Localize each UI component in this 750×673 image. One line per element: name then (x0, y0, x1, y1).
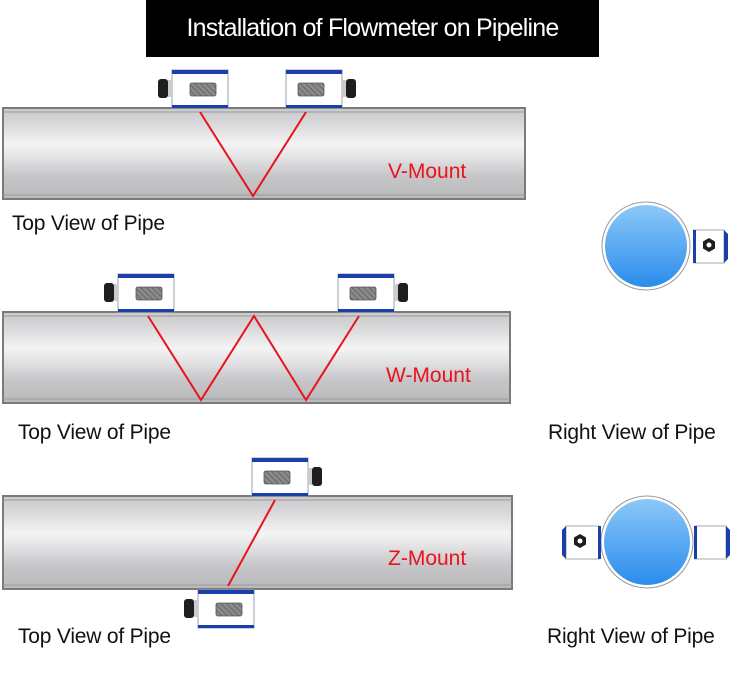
v-mount-label: V-Mount (388, 160, 467, 183)
v-mount-diagram (2, 69, 526, 200)
transducer-upstream (157, 69, 229, 109)
signal-path (227, 499, 276, 587)
transducer-right (694, 525, 727, 560)
top-view-label: Top View of Pipe (18, 625, 171, 648)
signal-path (147, 314, 360, 402)
pipe-right-view (562, 495, 730, 589)
pipe-top-view (2, 107, 526, 200)
top-view-label: Top View of Pipe (12, 212, 165, 235)
transducer-upstream (103, 273, 175, 313)
page-title: Installation of Flowmeter on Pipeline (146, 0, 599, 57)
z-mount-label: Z-Mount (388, 547, 467, 570)
title-text: Installation of Flowmeter on Pipeline (186, 14, 560, 42)
z-mount-diagram (2, 457, 513, 629)
pipe-top-view (2, 495, 513, 590)
top-view-label: Top View of Pipe (18, 421, 171, 444)
signal-path (199, 111, 307, 198)
w-mount-label: W-Mount (386, 364, 471, 387)
pipe-right-view (601, 201, 728, 291)
right-view-label: Right View of Pipe (547, 625, 715, 648)
transducer-downstream (285, 69, 357, 109)
pipe-top-view (2, 311, 511, 404)
right-view-label: Right View of Pipe (548, 421, 716, 444)
transducer-downstream (183, 589, 255, 629)
w-mount-diagram (2, 273, 511, 404)
transducer-downstream (337, 273, 409, 313)
transducer-upstream (251, 457, 323, 497)
